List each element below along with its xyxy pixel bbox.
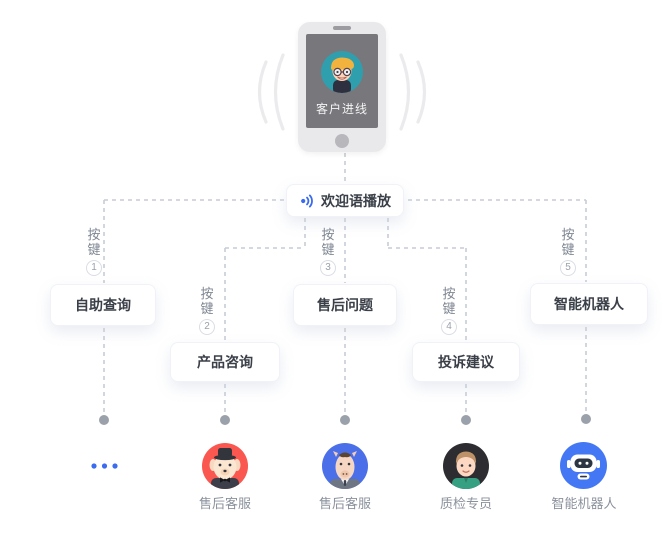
- option-node-robot: 智能机器人: [530, 283, 648, 325]
- caller-label: 客户进线: [315, 102, 368, 116]
- option-node-self-service: 自助查询: [50, 284, 156, 326]
- phone-home-button: [335, 134, 349, 148]
- agent-label-aftersales-2: 售后客服: [318, 496, 371, 511]
- key-press-4: 按键 4: [439, 286, 459, 335]
- line-endpoint-dots: [99, 414, 591, 425]
- key-number-badge: 2: [199, 319, 215, 335]
- key-press-label: 按键: [87, 227, 101, 257]
- robot-agent-avatar: [560, 442, 607, 489]
- agent-label-robot: 智能机器人: [551, 496, 617, 511]
- welcome-node: 欢迎语播放: [286, 184, 404, 217]
- agent-label-inspector: 质检专员: [439, 496, 492, 511]
- key-press-1: 按键 1: [84, 227, 104, 276]
- horse-agent-avatar: [322, 443, 368, 489]
- key-number-badge: 3: [320, 260, 336, 276]
- welcome-node-label: 欢迎语播放: [321, 192, 391, 209]
- key-press-label: 按键: [321, 227, 335, 257]
- more-agents-ellipsis: [91, 463, 118, 469]
- phone-speaker-slot: [333, 26, 351, 30]
- key-number-badge: 5: [560, 260, 576, 276]
- key-number-badge: 1: [86, 260, 102, 276]
- option-node-complaint: 投诉建议: [412, 342, 520, 382]
- sound-wave-icon: [301, 194, 313, 207]
- key-number-badge: 4: [441, 319, 457, 335]
- key-press-label: 按键: [442, 286, 456, 316]
- key-press-3: 按键 3: [318, 227, 338, 276]
- key-press-5: 按键 5: [558, 227, 578, 276]
- key-press-2: 按键 2: [197, 286, 217, 335]
- caller-avatar: [321, 51, 363, 93]
- dog-agent-avatar: [202, 443, 248, 489]
- key-press-label: 按键: [561, 227, 575, 257]
- key-press-label: 按键: [200, 286, 214, 316]
- option-node-aftersales-issue: 售后问题: [293, 284, 397, 326]
- agent-label-aftersales-1: 售后客服: [198, 496, 251, 511]
- inspector-agent-avatar: [443, 443, 489, 489]
- option-node-product-consult: 产品咨询: [170, 342, 280, 382]
